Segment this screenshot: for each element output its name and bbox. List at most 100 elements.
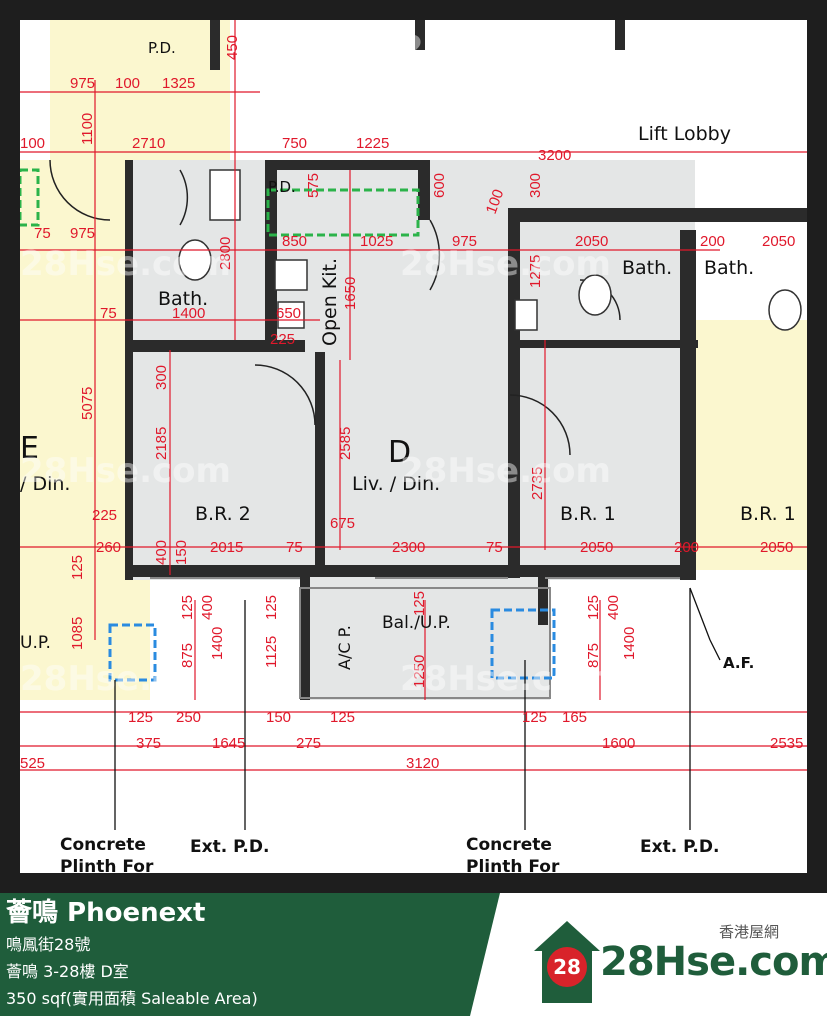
svg-text:975: 975: [452, 233, 477, 250]
dimension-labels: 450 975 100 1325 100 1100 2710 750 1225 …: [20, 35, 803, 772]
watermarks: 28Hse.com 28Hse.com 28Hse.com 28Hse.com …: [20, 29, 611, 699]
svg-text:125: 125: [263, 595, 280, 620]
svg-text:125: 125: [330, 709, 355, 726]
svg-text:375: 375: [136, 735, 161, 752]
svg-text:28Hse.com: 28Hse.com: [400, 451, 611, 491]
svg-text:5075: 5075: [79, 387, 96, 420]
svg-text:125: 125: [585, 595, 602, 620]
svg-text:165: 165: [562, 709, 587, 726]
bath-right-label: Bath.: [704, 257, 754, 279]
svg-text:650: 650: [276, 305, 301, 322]
svg-text:1400: 1400: [621, 627, 638, 660]
svg-text:200: 200: [674, 539, 699, 556]
svg-text:260: 260: [96, 539, 121, 556]
svg-text:125: 125: [522, 709, 547, 726]
svg-text:300: 300: [153, 365, 170, 390]
svg-text:28: 28: [553, 955, 581, 979]
svg-text:875: 875: [179, 643, 196, 668]
svg-text:75: 75: [486, 539, 503, 556]
svg-text:150: 150: [173, 540, 190, 565]
neighbor-unit-right: [695, 320, 807, 570]
svg-text:975: 975: [70, 75, 95, 92]
svg-text:275: 275: [296, 735, 321, 752]
svg-text:1125: 1125: [263, 636, 280, 668]
svg-text:2050: 2050: [762, 233, 795, 250]
svg-text:75: 75: [100, 305, 117, 322]
svg-text:1025: 1025: [360, 233, 393, 250]
concrete-plinth-left: [108, 623, 157, 682]
svg-text:2710: 2710: [132, 135, 165, 152]
svg-text:125: 125: [69, 555, 86, 580]
svg-text:28Hse.com: 28Hse.com: [400, 659, 611, 699]
svg-text:125: 125: [179, 595, 196, 620]
svg-text:2800: 2800: [217, 237, 234, 270]
pd-mid-label: P.D.: [268, 178, 296, 196]
svg-text:2015: 2015: [210, 539, 243, 556]
svg-text:28Hse.com: 28Hse.com: [20, 659, 231, 699]
svg-text:225: 225: [92, 507, 117, 524]
svg-text:2050: 2050: [760, 539, 793, 556]
svg-text:2050: 2050: [575, 233, 608, 250]
svg-text:1400: 1400: [209, 627, 226, 660]
svg-text:28Hse.com: 28Hse.com: [20, 244, 231, 284]
svg-text:1650: 1650: [342, 277, 359, 310]
svg-text:75: 75: [34, 225, 51, 242]
svg-text:1225: 1225: [356, 135, 389, 152]
left-unit-letter: E: [20, 431, 39, 466]
svg-text:850: 850: [282, 233, 307, 250]
svg-text:2300: 2300: [392, 539, 425, 556]
bal-up-label: Bal./U.P.: [382, 613, 451, 633]
svg-text:75: 75: [286, 539, 303, 556]
svg-text:400: 400: [605, 595, 622, 620]
floor-plan-frame: Lift Lobby D Liv. / Din. / Din. E B.R. 2…: [20, 20, 807, 873]
svg-text:100: 100: [20, 135, 45, 152]
concrete-right-line1: Concrete: [466, 835, 552, 855]
concrete-left-line1: Concrete: [60, 835, 146, 855]
svg-text:875: 875: [585, 643, 602, 668]
svg-text:2050: 2050: [580, 539, 613, 556]
bath-mid-label: Bath.: [622, 257, 672, 279]
ext-pd-left: Ext. P.D.: [190, 837, 269, 857]
brand-wordmark: 28Hse.com: [600, 939, 827, 985]
svg-text:2535: 2535: [770, 735, 803, 752]
neighbor-unit-top-left: [50, 20, 230, 160]
unit-letter: D: [388, 435, 411, 470]
svg-text:1275: 1275: [527, 255, 544, 288]
br2-label: B.R. 2: [195, 503, 251, 525]
svg-text:2185: 2185: [153, 427, 170, 460]
estate-info-band: 薈鳴 Phoenext 鳴鳳街28號 薈鳴 3-28樓 D室 350 sqf(實…: [0, 893, 500, 1016]
af-label: A.F.: [723, 654, 754, 672]
up-left-label: U.P.: [20, 633, 51, 653]
pd-top-label: P.D.: [148, 39, 176, 57]
svg-text:400: 400: [153, 540, 170, 565]
svg-text:600: 600: [431, 173, 448, 198]
ac-p-label: A/C P.: [335, 625, 354, 670]
svg-text:2735: 2735: [529, 467, 546, 500]
svg-text:225: 225: [270, 331, 295, 348]
svg-text:1100: 1100: [79, 113, 96, 145]
house-logo-icon: 28: [534, 921, 600, 1003]
svg-text:400: 400: [199, 595, 216, 620]
liv-din-label: Liv. / Din.: [352, 473, 440, 495]
svg-text:3120: 3120: [406, 755, 439, 772]
unit-d-area: [125, 160, 695, 580]
estate-name: 薈鳴 Phoenext: [6, 898, 206, 928]
svg-text:1325: 1325: [162, 75, 195, 92]
svg-text:150: 150: [266, 709, 291, 726]
svg-text:1645: 1645: [212, 735, 245, 752]
svg-text:28Hse.com: 28Hse.com: [400, 244, 611, 284]
svg-text:575: 575: [305, 173, 322, 198]
brand-chinese-name: 香港屋網: [718, 923, 779, 941]
concrete-right-line2: Plinth For: [466, 857, 560, 873]
svg-text:300: 300: [527, 173, 544, 198]
estate-address: 鳴鳳街28號: [6, 935, 91, 954]
svg-text:750: 750: [282, 135, 307, 152]
br1-right-label: B.R. 1: [740, 503, 796, 525]
svg-text:1250: 1250: [411, 655, 428, 688]
leader-lines: [114, 587, 721, 830]
svg-text:525: 525: [20, 755, 45, 772]
kitchen-cabinet-outline: [266, 188, 420, 237]
svg-text:1600: 1600: [602, 735, 635, 752]
unit-info: 薈鳴 3-28樓 D室: [6, 962, 129, 981]
neighbor-unit-left: [20, 160, 125, 590]
